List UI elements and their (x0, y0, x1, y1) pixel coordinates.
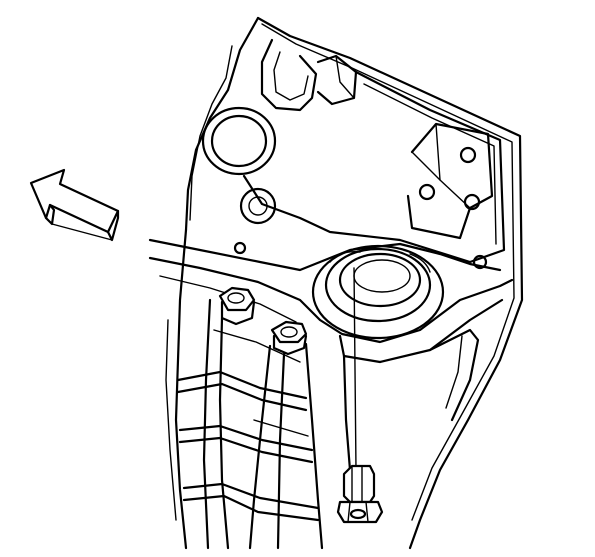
transmission-case-housing (184, 16, 524, 550)
drain-bore (311, 244, 445, 340)
front-direction-arrow-icon (29, 168, 120, 242)
case-bolt (218, 286, 256, 326)
lower-frame-structure (165, 228, 324, 550)
case-bolt (270, 320, 308, 356)
case-lower-right (342, 328, 480, 472)
plug-icon (336, 464, 384, 524)
callout-leader-line (353, 267, 357, 471)
